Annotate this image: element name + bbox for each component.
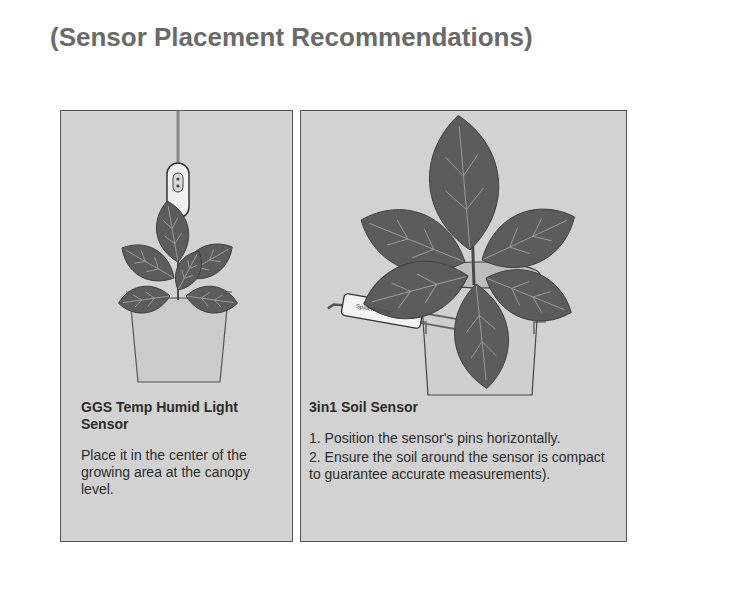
panel-heading: 3in1 Soil Sensor xyxy=(309,399,620,416)
panel-ground xyxy=(60,110,293,542)
plant xyxy=(350,113,585,392)
plant xyxy=(114,198,239,316)
panel-box: 3in1 Soil Sensor 1. Position the sensor's… xyxy=(300,110,627,542)
panel-note: 2. Ensure the soil around the sensor is … xyxy=(309,449,620,483)
panel-note: Place it in the center of the growing ar… xyxy=(81,447,278,498)
sensor-cable xyxy=(177,110,180,164)
panel-ground xyxy=(300,110,627,542)
brand-mark: SpiderFarmer xyxy=(355,303,392,315)
diagram-title: (Sensor Placement Recommendations) xyxy=(50,22,533,53)
panel-heading: GGS Temp Humid Light Sensor xyxy=(81,399,278,433)
sensor-window xyxy=(173,173,183,192)
panel-box: GGS Temp Humid Light SensorPlace it in t… xyxy=(60,110,293,542)
panel-note: 1. Position the sensor's pins horizontal… xyxy=(309,430,620,447)
